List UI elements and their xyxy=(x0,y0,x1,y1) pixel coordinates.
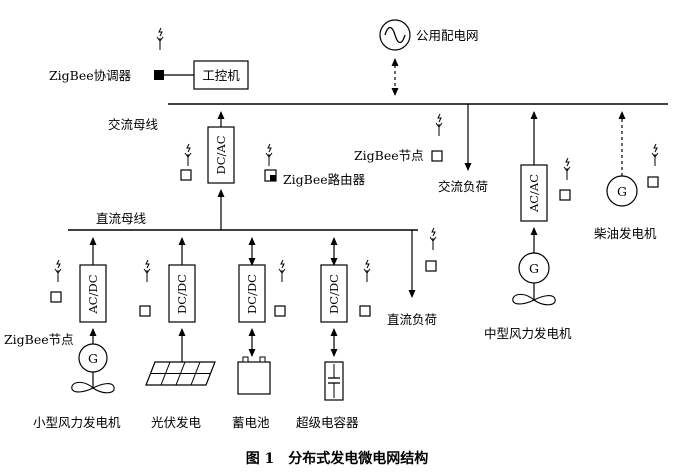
battery-icon xyxy=(237,356,271,395)
ac-node-box xyxy=(431,150,443,162)
pv-antenna-icon xyxy=(143,259,151,283)
dc-load-node-box xyxy=(425,260,437,272)
pv-dcdc-converter-label: DC/DC xyxy=(175,274,189,314)
battery-antenna-icon xyxy=(278,259,286,283)
dc-load-label: 直流负荷 xyxy=(387,312,437,327)
sine-wave-icon xyxy=(384,26,406,44)
diesel-antenna-icon xyxy=(651,143,659,167)
small-wind-antenna-icon xyxy=(54,259,62,283)
ac-node-label: ZigBee节点 xyxy=(354,148,424,163)
diesel-node-box xyxy=(647,176,659,188)
diesel-g-symbol: G xyxy=(617,184,627,199)
small-wind-node-box xyxy=(50,291,62,303)
cap-dcdc-converter-box xyxy=(320,264,348,323)
mid-wind-antenna-icon xyxy=(563,157,571,181)
solar-panel-icon xyxy=(145,361,216,386)
acdc-converter-box xyxy=(79,264,107,323)
zigbee-router-label: ZigBee路由器 xyxy=(283,172,366,187)
supercap-label: 超级电容器 xyxy=(296,415,359,430)
cap-node-box xyxy=(359,305,371,317)
small-wind-label: 小型风力发电机 xyxy=(33,415,121,430)
ac-load-label: 交流负荷 xyxy=(438,179,488,194)
diesel-generator-icon xyxy=(606,175,638,207)
diesel-label: 柴油发电机 xyxy=(594,226,657,241)
small-wind-g-symbol: G xyxy=(88,351,98,366)
router-antenna-icon xyxy=(265,143,273,167)
ipc-box xyxy=(193,60,249,90)
cap-dcdc-converter-label: DC/DC xyxy=(327,274,341,314)
battery-node-box xyxy=(274,305,286,317)
acdc-converter-label: AC/DC xyxy=(86,274,100,314)
coordinator-label: ZigBee协调器 xyxy=(49,68,132,83)
mid-wind-label: 中型风力发电机 xyxy=(484,326,572,341)
acac-converter-label: AC/AC xyxy=(527,174,541,213)
pv-dcdc-converter-box xyxy=(168,264,196,323)
public-grid-label: 公用配电网 xyxy=(416,28,479,43)
ac-node-left-antenna-icon xyxy=(184,143,192,167)
mid-wind-g-symbol: G xyxy=(529,261,539,276)
mid-wind-node-box xyxy=(559,189,571,201)
small-wind-blades-icon xyxy=(71,381,115,394)
ipc-label: 工控机 xyxy=(202,68,240,83)
dcac-converter-label: DC/AC xyxy=(214,135,228,174)
mid-wind-blades-icon xyxy=(512,293,556,306)
pv-label: 光伏发电 xyxy=(151,415,202,430)
supercapacitor-icon xyxy=(324,361,344,401)
battery-dcdc-converter-box xyxy=(238,264,266,323)
dc-node-label: ZigBee节点 xyxy=(4,332,74,347)
battery-label: 蓄电池 xyxy=(232,415,270,430)
coordinator-antenna-icon xyxy=(156,27,164,51)
dcac-converter-box xyxy=(207,126,235,184)
pv-node-box xyxy=(139,305,151,317)
acac-converter-box xyxy=(520,164,548,222)
ac-node-left-box xyxy=(180,169,192,181)
dc-load-antenna-icon xyxy=(429,227,437,251)
cap-antenna-icon xyxy=(363,259,371,283)
dc-bus-label: 直流母线 xyxy=(96,211,147,226)
zigbee-coordinator-icon xyxy=(154,70,164,80)
zigbee-router-icon-fill xyxy=(270,175,276,181)
ac-bus-label: 交流母线 xyxy=(108,117,159,132)
ac-node-antenna-icon xyxy=(435,113,443,137)
battery-dcdc-converter-label: DC/DC xyxy=(245,274,259,314)
figure-caption: 图 1 分布式发电微电网结构 xyxy=(246,450,429,467)
